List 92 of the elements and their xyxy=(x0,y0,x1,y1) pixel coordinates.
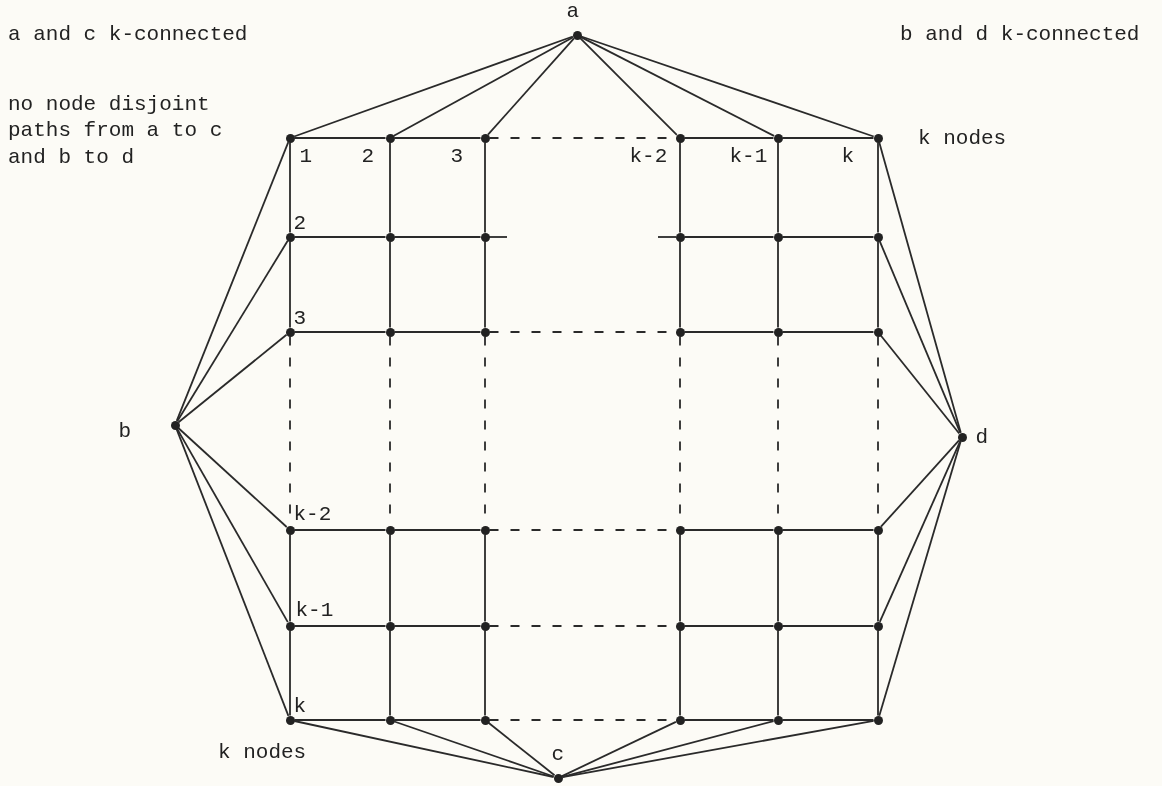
line xyxy=(877,629,879,717)
line xyxy=(393,331,482,333)
line xyxy=(176,428,289,623)
index-label: k-2 xyxy=(293,503,332,525)
line xyxy=(679,533,681,623)
line xyxy=(877,240,879,329)
line xyxy=(880,439,960,528)
line xyxy=(487,721,556,777)
line xyxy=(389,533,391,623)
note-text: b and d k-connected xyxy=(900,22,1140,48)
line xyxy=(679,629,681,717)
index-label: 2 xyxy=(293,212,307,234)
vertex-label: d xyxy=(975,426,989,448)
line xyxy=(393,720,555,778)
line xyxy=(781,137,875,139)
line xyxy=(777,240,779,329)
index-label: k-1 xyxy=(729,145,768,167)
vertex-label: c xyxy=(551,743,565,765)
line xyxy=(879,334,961,435)
line xyxy=(781,625,875,627)
line xyxy=(293,331,387,333)
line xyxy=(393,625,482,627)
line xyxy=(484,240,486,329)
vertex-label: b xyxy=(118,420,132,442)
line xyxy=(683,137,775,139)
line xyxy=(176,239,289,423)
line xyxy=(293,529,387,531)
line xyxy=(293,35,574,138)
note-text: no node disjoint paths from a to c and b to d xyxy=(8,92,224,171)
line xyxy=(877,533,879,623)
line xyxy=(683,236,775,238)
line xyxy=(393,36,574,137)
line xyxy=(289,240,291,329)
line xyxy=(175,141,290,422)
line xyxy=(878,440,962,623)
line xyxy=(389,141,391,234)
line xyxy=(293,720,555,778)
line xyxy=(393,719,482,721)
line xyxy=(777,629,779,717)
line xyxy=(683,331,775,333)
line xyxy=(177,427,288,528)
line xyxy=(683,529,775,531)
note-text: a and c k-connected xyxy=(8,22,248,48)
line xyxy=(580,35,875,138)
line xyxy=(781,236,875,238)
line xyxy=(393,236,482,238)
note-text: k nodes xyxy=(918,126,1007,152)
line xyxy=(484,533,486,623)
line xyxy=(393,529,482,531)
note-text: k nodes xyxy=(218,740,307,766)
line xyxy=(293,625,387,627)
line xyxy=(289,629,291,717)
line xyxy=(781,529,875,531)
index-label: k-2 xyxy=(629,145,668,167)
index-label: k-1 xyxy=(295,599,334,621)
line xyxy=(679,141,681,234)
index-label: 2 xyxy=(361,145,375,167)
line xyxy=(389,629,391,717)
line xyxy=(878,240,962,434)
line xyxy=(389,240,391,329)
line xyxy=(484,141,486,234)
line xyxy=(580,36,775,137)
line xyxy=(777,533,779,623)
line xyxy=(777,141,779,234)
index-label: k xyxy=(293,695,307,717)
line xyxy=(293,719,387,721)
index-label: k xyxy=(841,145,855,167)
index-label: 3 xyxy=(293,307,307,329)
line xyxy=(679,240,681,329)
line xyxy=(175,428,290,717)
line xyxy=(878,141,962,434)
index-label: 1 xyxy=(299,145,313,167)
vertex-label: a xyxy=(566,0,580,22)
line xyxy=(781,719,875,721)
line xyxy=(683,719,775,721)
line xyxy=(561,720,775,778)
line xyxy=(561,721,677,777)
line xyxy=(579,37,678,136)
line xyxy=(877,141,879,234)
line xyxy=(878,440,962,717)
line xyxy=(561,719,875,779)
line xyxy=(683,625,775,627)
line xyxy=(487,37,575,136)
line xyxy=(484,629,486,717)
line xyxy=(781,331,875,333)
line xyxy=(289,141,291,234)
line xyxy=(177,333,288,424)
line xyxy=(293,236,387,238)
line xyxy=(293,137,387,139)
line xyxy=(289,533,291,623)
index-label: 3 xyxy=(450,145,464,167)
line xyxy=(393,137,482,139)
